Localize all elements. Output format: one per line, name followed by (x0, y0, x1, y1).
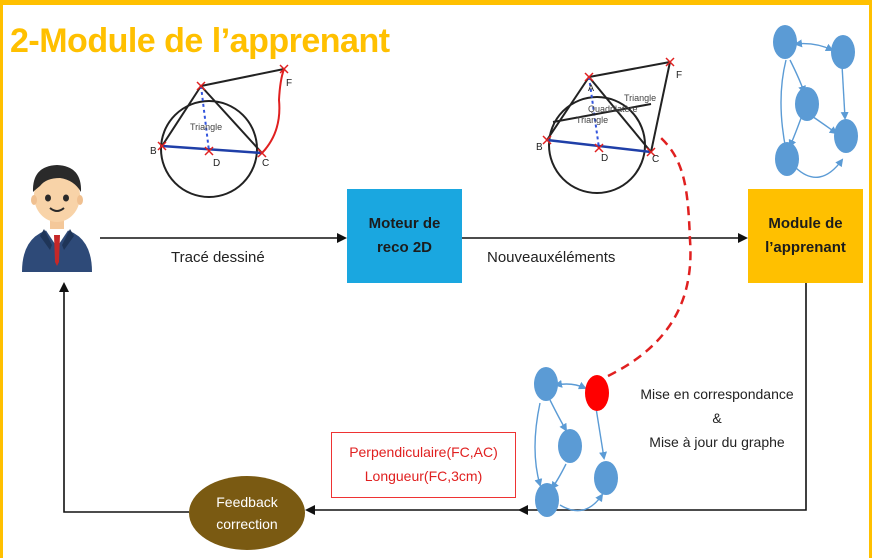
moteur-line-1: Moteur de (368, 215, 441, 232)
nouveaux-elements-label: Nouveauxéléments (487, 249, 616, 266)
geometry-figure-2 (542, 57, 675, 194)
mise-line-3: Mise à jour du graphe (649, 434, 785, 450)
fig1-point-f: F (286, 78, 293, 89)
graph-top-nodes (773, 25, 858, 176)
new-node-highlight (585, 375, 609, 411)
module-line-2: l’apprenant (765, 239, 846, 256)
correspondence-link (607, 136, 692, 378)
mise-en-correspondance-text: Mise en correspondance & Mise à jour du … (617, 382, 817, 454)
arrow-module-down (518, 283, 807, 515)
fig2-point-d: D (601, 153, 609, 164)
fig1-point-b: B (150, 146, 157, 157)
fig2-triangle2-label: Triangle (624, 93, 657, 103)
moteur-reco-box: Moteur de reco 2D (347, 189, 462, 283)
trace-label: Tracé dessiné (171, 249, 265, 266)
module-line-1: Module de (768, 215, 843, 232)
geometry-figure-1 (157, 64, 289, 198)
moteur-line-2: reco 2D (376, 239, 432, 256)
fig2-point-c: C (652, 154, 660, 165)
constraint-perpendicular: Perpendiculaire(FC,AC) (349, 444, 498, 460)
knowledge-graph-bottom (534, 379, 608, 512)
student-avatar-icon (22, 165, 92, 272)
fig2-triangle-label: Triangle (576, 115, 609, 125)
fig2-point-b: B (536, 142, 543, 153)
mise-line-2: & (712, 410, 722, 426)
module-apprenant-box: Module de l’apprenant (748, 189, 863, 283)
mise-line-1: Mise en correspondance (640, 386, 794, 402)
fig1-point-c: C (262, 158, 270, 169)
feedback-correction-node: Feedback correction (189, 476, 305, 550)
constraints-box: Perpendiculaire(FC,AC) Longueur(FC,3cm) (331, 432, 516, 498)
slide-title: 2-Module de l’apprenant (10, 22, 390, 60)
graph-bottom-nodes (534, 367, 618, 517)
feedback-line-2: correction (216, 516, 278, 532)
fig1-point-d: D (213, 158, 221, 169)
fig2-quadrilateral-label: Quadrilatère (588, 104, 638, 114)
fig2-point-f: F (676, 70, 683, 81)
fig1-triangle-label: Triangle (190, 122, 223, 132)
feedback-line-1: Feedback (216, 494, 278, 510)
fig2-point-a: A (588, 83, 595, 93)
constraint-length: Longueur(FC,3cm) (364, 468, 483, 484)
arrow-feedback-return (59, 282, 189, 513)
